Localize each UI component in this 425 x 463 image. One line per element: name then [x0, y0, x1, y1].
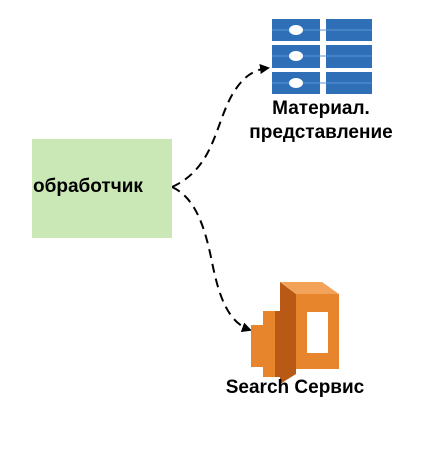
database-table-icon: [272, 19, 372, 94]
edge-handler-to-search-service: [171, 186, 252, 332]
materialized-view-label-line1: Материал.: [272, 98, 370, 119]
materialized-view-label: Материал. представление: [226, 97, 416, 145]
edge-handler-to-materialized-view: [171, 64, 270, 188]
aws-elasticsearch-icon: [251, 282, 339, 384]
handler-label: обработчик: [33, 176, 143, 197]
handler-node: [32, 139, 172, 238]
materialized-view-label-line2: представление: [249, 122, 393, 143]
search-service-label: Search Сервис: [225, 377, 365, 398]
